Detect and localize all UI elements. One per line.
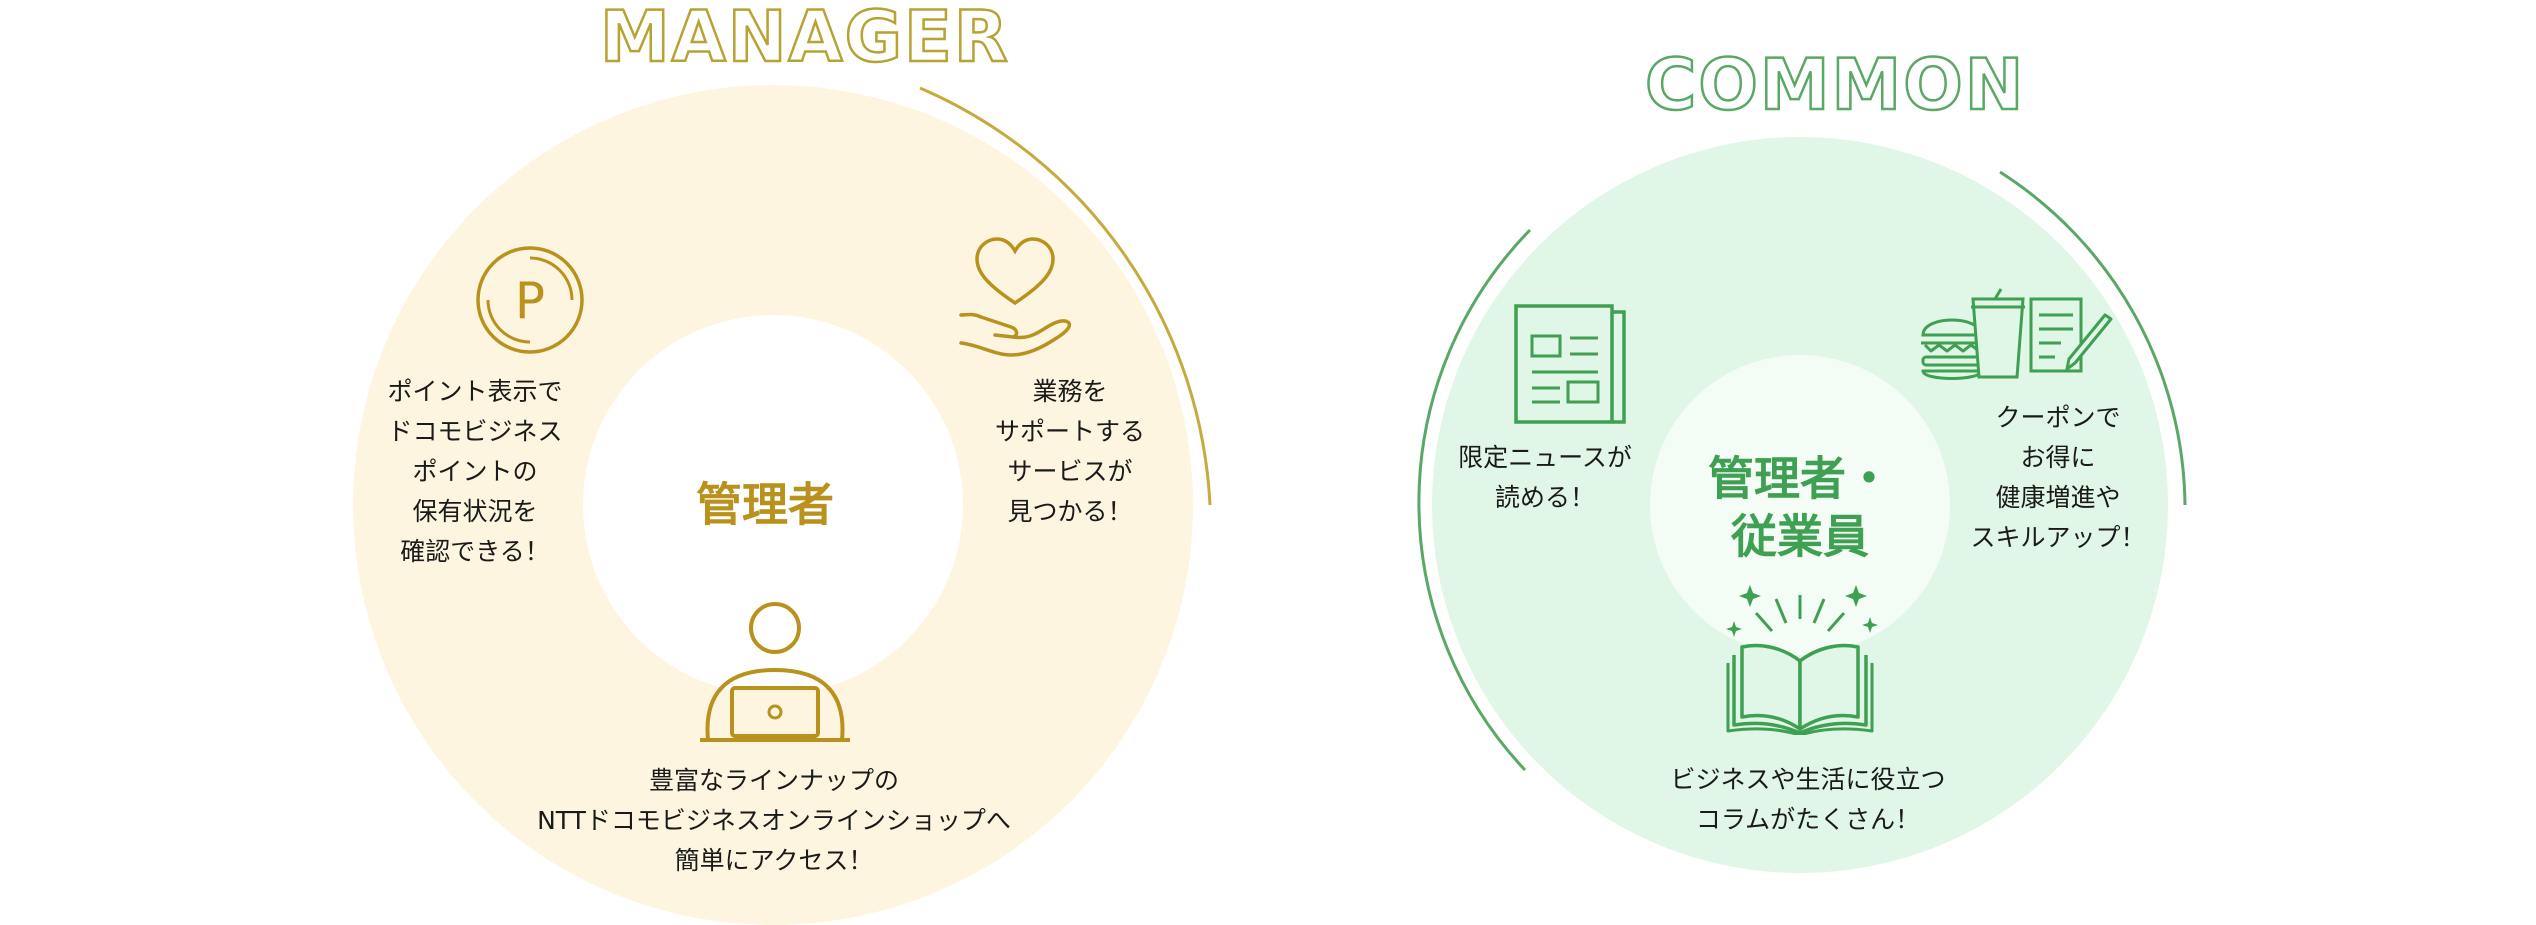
coupon-food-icon bbox=[1921, 288, 2113, 380]
manager-accent-arc bbox=[919, 86, 1212, 506]
common-inner-circle bbox=[1650, 355, 1950, 655]
newspaper-icon bbox=[1514, 304, 1626, 424]
common-center-line-1: 管理者・ bbox=[1708, 451, 1892, 506]
common-arc-right bbox=[1999, 170, 2187, 506]
common-center-title: 管理者・ 従業員 bbox=[1708, 451, 1892, 566]
common-heading: COMMON bbox=[1644, 44, 2026, 126]
svg-text:P: P bbox=[515, 272, 545, 330]
manager-feature-support-label: 業務を サポートする サービスが 見つかる！ bbox=[994, 377, 1146, 526]
person-laptop-icon bbox=[700, 602, 850, 742]
open-book-icon bbox=[1726, 585, 1878, 735]
manager-feature-shop-label: 豊富なラインナップの NTTドコモビジネスオンラインショップへ 簡単にアクセス！ bbox=[537, 766, 1011, 875]
common-feature-news-label: 限定ニュースが 読める！ bbox=[1458, 443, 1632, 512]
manager-feature-points-label: ポイント表示で ドコモビジネス ポイントの 保有状況を 確認できる！ bbox=[387, 377, 563, 566]
point-coin-icon: P bbox=[476, 246, 584, 354]
common-center-line-2: 従業員 bbox=[1731, 509, 1869, 563]
common-arc-left bbox=[1417, 228, 1532, 772]
manager-inner-circle bbox=[583, 315, 963, 695]
common-feature-column-label: ビジネスや生活に役立つ コラムがたくさん！ bbox=[1670, 765, 1946, 834]
heart-hand-icon bbox=[959, 237, 1072, 357]
manager-center-title: 管理者 bbox=[696, 477, 834, 532]
common-feature-coupon-label: クーポンで お得に 健康増進や スキルアップ！ bbox=[1970, 403, 2146, 552]
manager-heading: MANAGER bbox=[599, 0, 1010, 78]
